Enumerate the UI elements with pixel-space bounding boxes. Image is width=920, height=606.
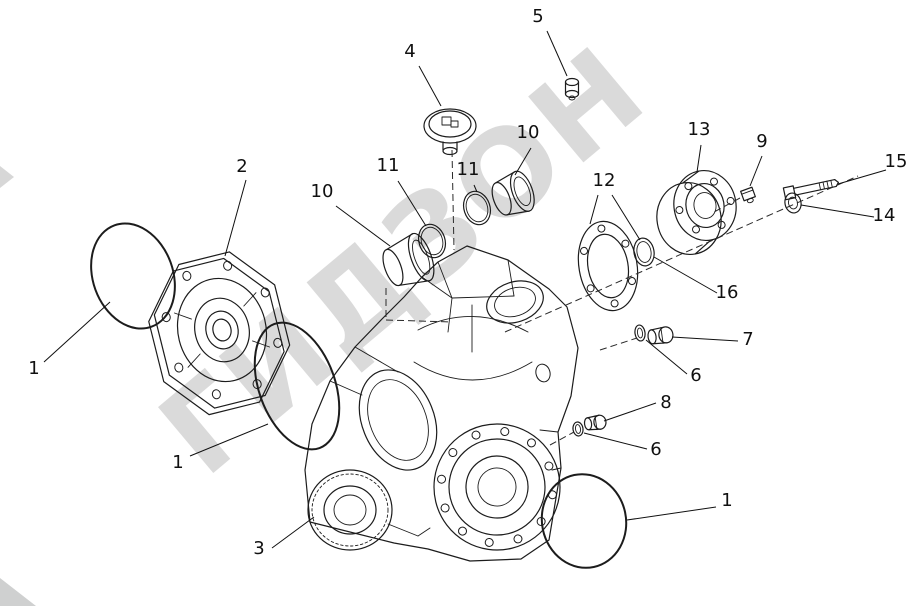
part-washer-6-upper	[634, 324, 646, 342]
callout-number-1: 1	[721, 490, 732, 511]
dash-line	[713, 197, 741, 213]
leader-line-11	[397, 180, 427, 227]
callout-number-5: 5	[532, 6, 543, 27]
callout-number-13: 13	[688, 119, 711, 140]
part-plug-8	[583, 414, 607, 431]
part-gasket-12	[577, 220, 639, 312]
part-sleeve-10-right	[491, 170, 535, 216]
callout-number-10: 10	[311, 181, 334, 202]
part-washer-6-lower	[572, 421, 584, 437]
exploded-drawing	[90, 77, 840, 569]
part-ring-16	[633, 237, 655, 267]
callout-number-8: 8	[660, 392, 671, 413]
dash-line	[549, 431, 575, 446]
dash-line	[504, 175, 859, 333]
part-gasket-1-left	[90, 222, 176, 330]
callout-number-1: 1	[172, 452, 183, 473]
leader-line-9	[749, 155, 763, 187]
leader-line-7	[671, 336, 739, 342]
leader-line-6	[645, 339, 688, 375]
leader-line-10	[514, 147, 532, 176]
callout-number-7: 7	[742, 329, 753, 350]
part-plug-7	[647, 326, 674, 345]
callout-number-15: 15	[885, 151, 908, 172]
callout-number-14: 14	[873, 205, 896, 226]
callout-number-2: 2	[236, 156, 247, 177]
part-oring-11-left	[417, 223, 447, 259]
leader-line-2	[224, 179, 247, 257]
part-gasket-1-bottom	[540, 473, 628, 569]
leader-line-6	[583, 432, 648, 450]
leader-line-1	[626, 506, 717, 521]
callout-number-11: 11	[377, 155, 400, 176]
dash-line	[385, 319, 453, 323]
part-breather-4	[423, 108, 477, 156]
leader-line-1	[189, 423, 269, 457]
callout-number-16: 16	[716, 282, 739, 303]
leader-line-15	[837, 169, 887, 185]
callout-number-6: 6	[690, 365, 701, 386]
leader-line-5	[546, 30, 568, 77]
construction-lines	[385, 149, 859, 446]
dash-line	[451, 149, 455, 251]
leader-line-12	[611, 194, 641, 241]
callout-number-12: 12	[593, 170, 616, 191]
watermark-corner-triangle-bottom	[0, 578, 36, 606]
part-fitting-9	[740, 186, 756, 204]
leader-line-12	[589, 194, 599, 225]
dash-line	[599, 337, 638, 351]
leader-line-14	[800, 204, 875, 218]
callout-number-4: 4	[404, 41, 415, 62]
part-gasket-1-mid	[253, 321, 341, 451]
callout-number-10: 10	[517, 122, 540, 143]
leader-line-3	[271, 516, 315, 549]
leader-line-13	[696, 144, 702, 173]
part-bolt-15	[782, 178, 840, 201]
leader-line-8	[603, 402, 657, 422]
watermark-corner-triangle-left	[0, 166, 14, 188]
part-washer-14	[784, 192, 802, 214]
leader-line-16	[653, 256, 718, 294]
leader-line-11	[473, 184, 478, 193]
callout-number-9: 9	[756, 131, 767, 152]
part-hub-13	[656, 170, 737, 255]
leader-line-1	[43, 301, 111, 363]
leader-line-4	[418, 65, 442, 107]
callout-number-6: 6	[650, 439, 661, 460]
callout-number-1: 1	[28, 358, 39, 379]
leader-line-10	[335, 205, 391, 247]
callout-number-3: 3	[253, 538, 264, 559]
part-plug-5	[564, 77, 580, 101]
part-cover-2	[148, 251, 291, 416]
part-oring-11-right	[462, 190, 492, 226]
callout-number-11: 11	[457, 159, 480, 180]
part-housing-3	[304, 245, 579, 562]
